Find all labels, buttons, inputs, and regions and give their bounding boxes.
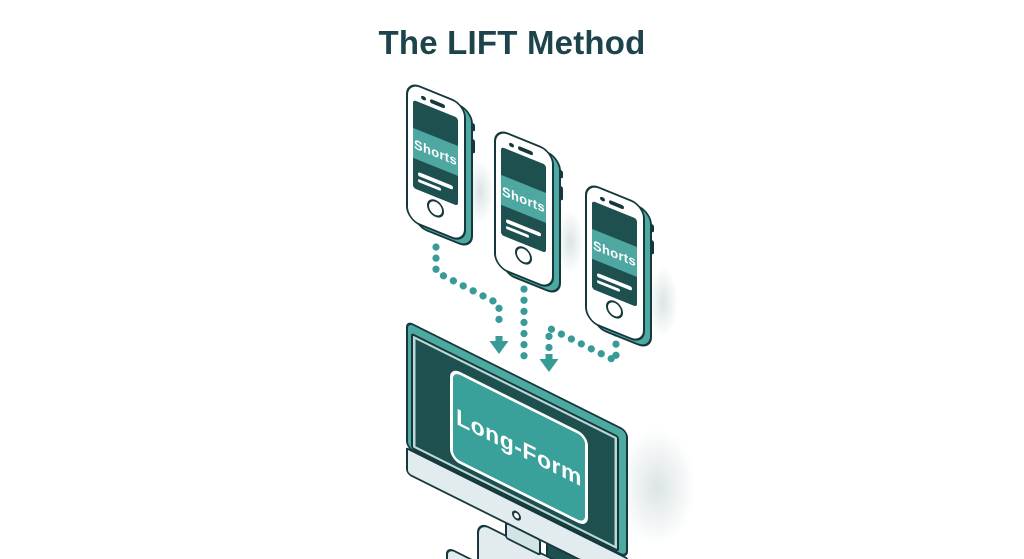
flow-path-3	[545, 322, 620, 367]
phone-shorts-3: Shorts	[585, 181, 654, 352]
phone-screen: Shorts	[413, 99, 458, 207]
page-title: The LIFT Method	[0, 24, 1024, 62]
phone-shorts-2: Shorts	[494, 127, 563, 298]
title-post: Method	[517, 24, 646, 61]
home-button-icon	[427, 196, 444, 221]
camera-icon	[421, 95, 426, 102]
phone-body: Shorts	[494, 127, 554, 292]
side-button-icon	[471, 122, 475, 132]
side-button-icon	[471, 138, 475, 154]
camera-icon	[509, 142, 514, 149]
phone-body: Shorts	[406, 80, 466, 245]
phone-shorts-1: Shorts	[406, 80, 475, 251]
home-button-icon	[606, 297, 623, 322]
side-button-icon	[559, 185, 563, 201]
phone-screen: Shorts	[501, 146, 546, 254]
phone-body: Shorts	[585, 181, 645, 346]
home-button-icon	[515, 243, 532, 268]
title-pre: The	[378, 24, 448, 61]
side-button-icon	[650, 239, 654, 255]
phone-screen: Shorts	[592, 200, 637, 308]
title-emphasis: LIFT	[447, 24, 518, 61]
arrowhead-down-icon	[539, 354, 559, 372]
camera-icon	[600, 196, 605, 203]
side-button-icon	[650, 223, 654, 233]
arrowhead-down-icon	[489, 336, 509, 354]
monitor-shadow	[618, 428, 696, 546]
phone-shadow	[648, 266, 678, 338]
flow-path-1	[432, 243, 503, 334]
monitor-camera-icon	[512, 508, 521, 523]
side-button-icon	[559, 169, 563, 179]
